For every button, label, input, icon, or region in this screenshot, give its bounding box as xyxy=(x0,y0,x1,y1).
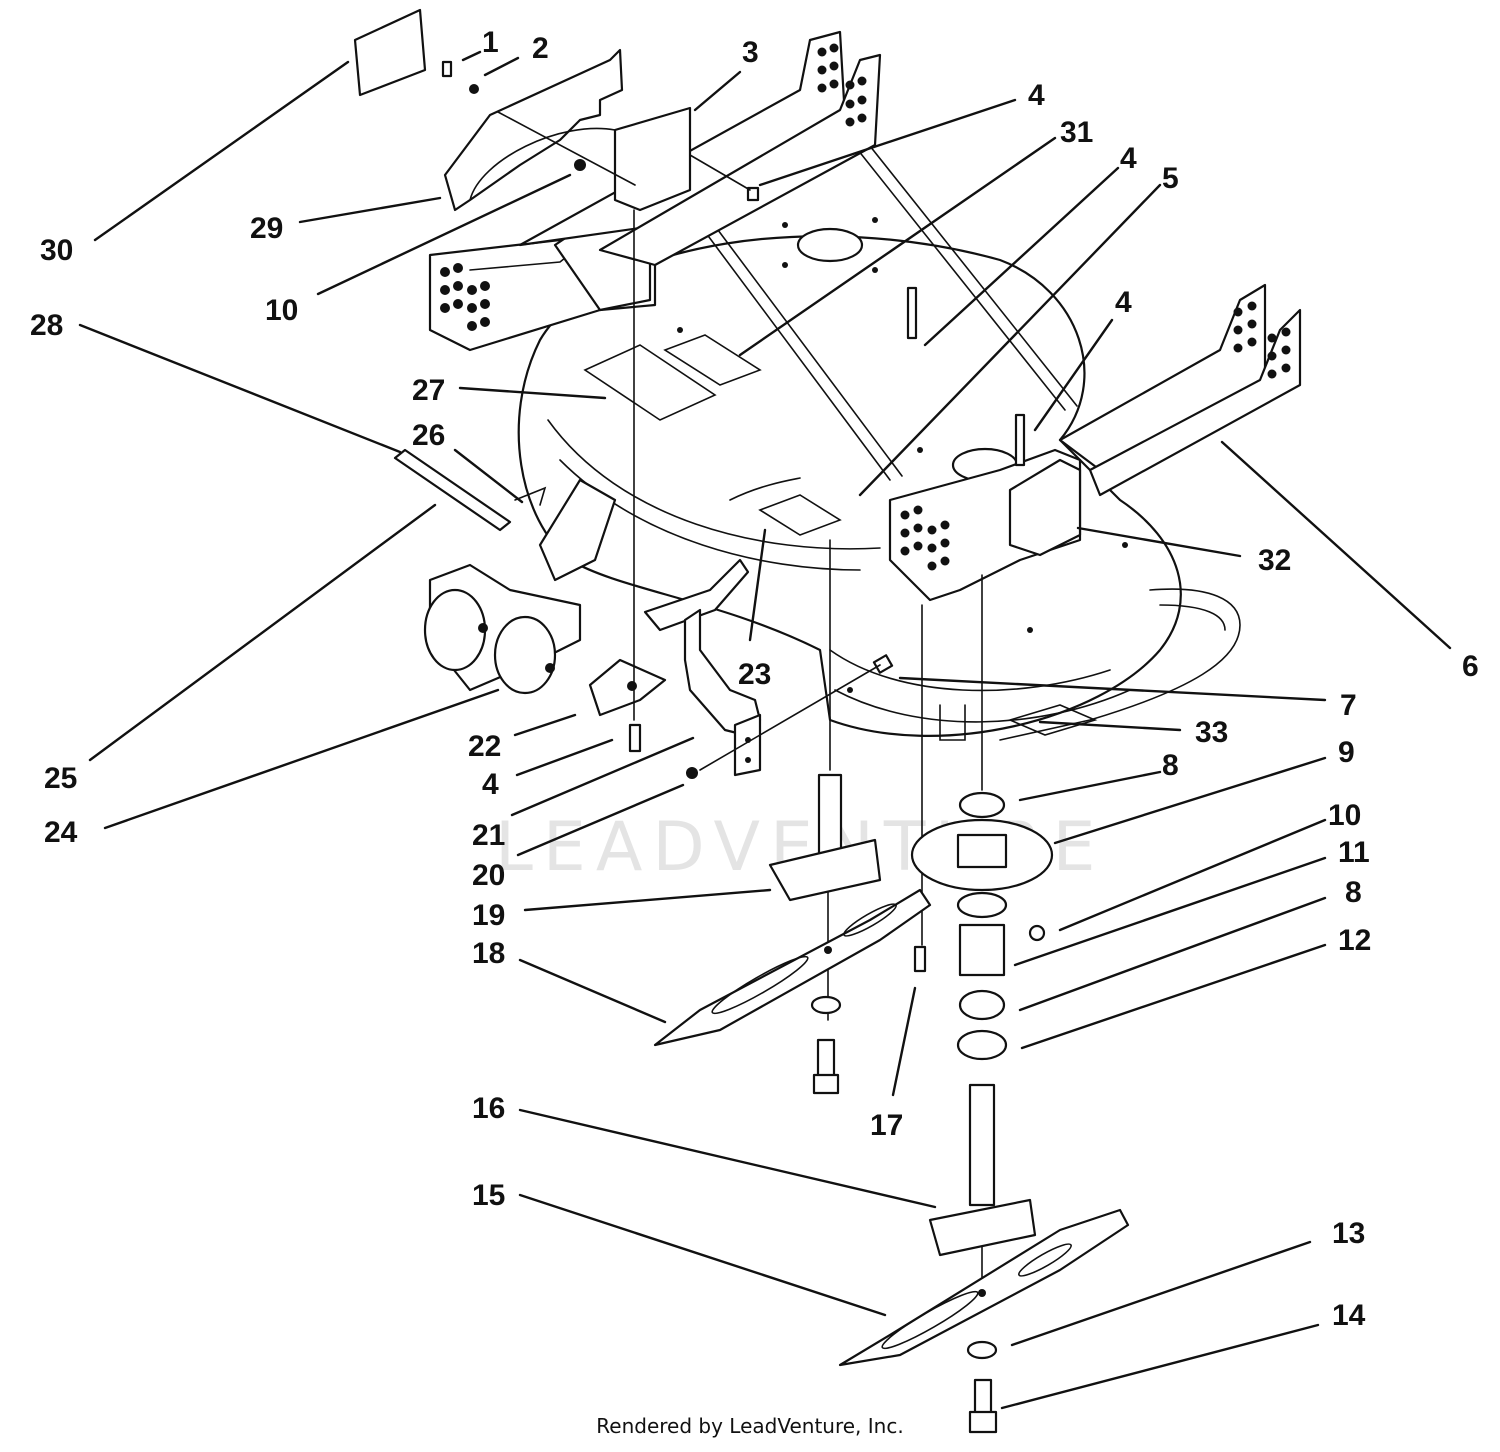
callout-7: 7 xyxy=(1340,689,1357,722)
callout-20: 20 xyxy=(472,859,505,892)
callout-30: 30 xyxy=(40,234,73,267)
callout-21: 21 xyxy=(472,819,505,852)
callout-32: 32 xyxy=(1258,544,1291,577)
callout-22: 22 xyxy=(468,730,501,763)
callout-29: 29 xyxy=(250,212,283,245)
callout-19: 19 xyxy=(472,899,505,932)
callout-4: 4 xyxy=(1115,286,1132,319)
callout-1: 1 xyxy=(482,26,499,59)
callout-2: 2 xyxy=(532,32,549,65)
left-spindle-assembly xyxy=(653,773,932,1095)
callout-16: 16 xyxy=(472,1092,505,1125)
callout-10: 10 xyxy=(1328,799,1361,832)
right-hanger-rails xyxy=(888,283,1302,602)
callout-15: 15 xyxy=(472,1179,505,1212)
callout-13: 13 xyxy=(1332,1217,1365,1250)
discharge-deflector xyxy=(393,448,762,777)
callout-25: 25 xyxy=(44,762,77,795)
callout-23: 23 xyxy=(738,658,771,691)
callout-18: 18 xyxy=(472,937,505,970)
callout-4: 4 xyxy=(1120,142,1137,175)
callout-4: 4 xyxy=(482,768,499,801)
callout-11: 11 xyxy=(1338,836,1370,869)
callout-9: 9 xyxy=(1338,736,1355,769)
callout-33: 33 xyxy=(1195,716,1228,749)
callout-6: 6 xyxy=(1462,650,1479,683)
belt-shield xyxy=(353,8,692,212)
callout-31: 31 xyxy=(1060,116,1093,149)
callout-8: 8 xyxy=(1162,749,1179,782)
callout-8: 8 xyxy=(1345,876,1362,909)
callout-3: 3 xyxy=(742,36,759,69)
callout-12: 12 xyxy=(1338,924,1371,957)
callout-24: 24 xyxy=(44,816,78,849)
callout-labels: 1 2 3 4 31 4 5 30 29 10 28 4 27 26 32 6 … xyxy=(30,26,1479,1332)
callout-4: 4 xyxy=(1028,79,1045,112)
callout-10: 10 xyxy=(265,294,298,327)
rear-hanger-rails xyxy=(518,30,882,267)
leader-lines xyxy=(78,50,1452,1410)
callout-5: 5 xyxy=(1162,162,1179,195)
callout-17: 17 xyxy=(870,1109,903,1142)
callout-14: 14 xyxy=(1332,1299,1366,1332)
footer-credit: Rendered by LeadVenture, Inc. xyxy=(596,1414,904,1438)
right-spindle-assembly xyxy=(838,791,1130,1434)
callout-27: 27 xyxy=(412,374,445,407)
callout-28: 28 xyxy=(30,309,63,342)
callout-26: 26 xyxy=(412,419,445,452)
